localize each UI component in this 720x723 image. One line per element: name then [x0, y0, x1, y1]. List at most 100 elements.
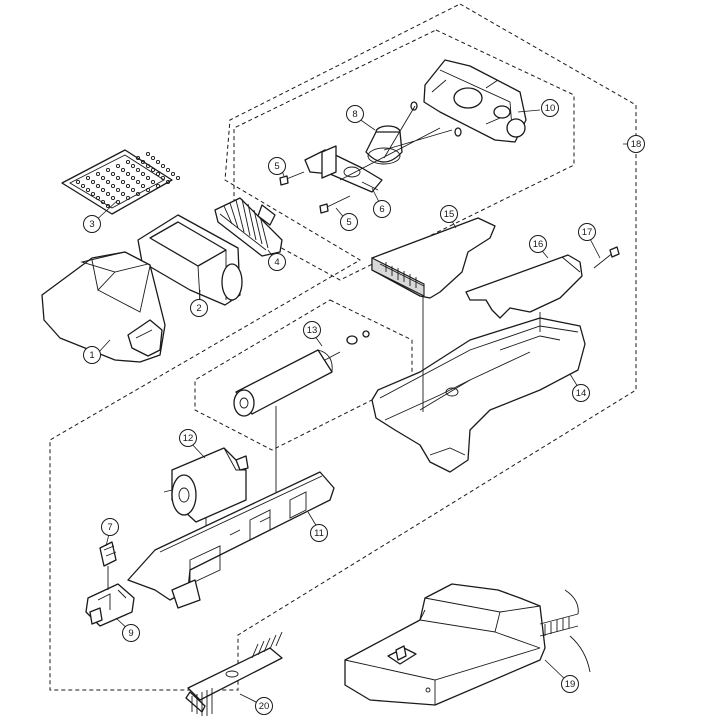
callout-number: 5	[346, 217, 351, 228]
callout-circle	[541, 99, 559, 117]
foil-hole	[150, 155, 156, 161]
callout-number: 17	[582, 227, 593, 238]
foil-hole	[175, 175, 181, 181]
callout-8: 8	[346, 105, 364, 123]
foil-hole	[125, 183, 131, 189]
part-15-trimmer	[371, 217, 496, 299]
part-14-main-housing	[371, 317, 586, 473]
foil-hole	[75, 179, 81, 185]
callout-circle	[255, 697, 273, 715]
callout-circle	[268, 253, 286, 271]
callout-4: 4	[268, 253, 286, 271]
foil-hole	[95, 171, 101, 177]
callout-7: 7	[101, 518, 119, 536]
part-8-cone-seal	[365, 125, 403, 165]
foil-hole	[105, 179, 111, 185]
callout-number: 10	[545, 103, 556, 114]
part-12-motor	[163, 447, 249, 523]
callout-number: 12	[183, 433, 194, 444]
foil-hole	[135, 167, 141, 173]
callout-number: 11	[314, 528, 324, 539]
part-7-clip	[99, 541, 117, 567]
foil-hole	[130, 187, 136, 193]
foil-hole	[150, 179, 156, 185]
foil-hole	[140, 159, 146, 165]
part-10-head-housing	[423, 59, 527, 143]
part-2-foil-frame	[137, 214, 243, 306]
foil-holes-pattern	[75, 151, 181, 209]
foil-hole	[110, 195, 116, 201]
battery-group-boundary	[194, 299, 413, 451]
foil-hole	[105, 191, 111, 197]
part-1-outer-cap	[41, 251, 166, 363]
foil-hole	[105, 203, 111, 209]
foil-hole	[90, 191, 96, 197]
part-13-battery	[233, 330, 370, 417]
callout-circle	[122, 624, 140, 642]
callout-number: 9	[128, 628, 133, 639]
foil-hole	[125, 171, 131, 177]
assembly-18-boundary	[49, 3, 637, 691]
callout-circle	[440, 205, 458, 223]
callout-circle	[340, 213, 358, 231]
callout-number: 14	[576, 388, 587, 399]
part-20-cleaning-brush	[185, 631, 283, 716]
foil-hole	[100, 199, 106, 205]
callout-6: 6	[373, 200, 391, 218]
foil-hole	[140, 183, 146, 189]
callout-number: 16	[533, 239, 544, 250]
part-19-charging-stand	[344, 583, 591, 706]
assembly-lines-head	[339, 105, 453, 181]
foil-hole	[100, 175, 106, 181]
foil-hole	[110, 171, 116, 177]
foil-hole	[145, 151, 151, 157]
foil-hole	[145, 163, 151, 169]
callout-3: 3	[83, 215, 101, 233]
callout-leaders	[91, 109, 636, 707]
part-11-chassis	[127, 471, 335, 609]
callout-number: 19	[565, 679, 576, 690]
callout-number: 1	[89, 350, 94, 361]
foil-hole	[155, 183, 161, 189]
foil-hole	[120, 179, 126, 185]
foil-hole	[120, 191, 126, 197]
callout-circle	[83, 346, 101, 364]
foil-hole	[160, 163, 166, 169]
small-o-rings	[410, 101, 462, 137]
callout-number: 7	[107, 522, 112, 533]
foil-hole	[120, 167, 126, 173]
callout-circle	[83, 215, 101, 233]
callout-circle	[303, 321, 321, 339]
callout-number: 3	[89, 219, 94, 230]
foil-hole	[130, 163, 136, 169]
callout-17: 17	[578, 223, 596, 241]
foil-hole	[130, 175, 136, 181]
callout-10: 10	[541, 99, 559, 117]
foil-hole	[85, 175, 91, 181]
callout-number: 4	[274, 257, 279, 268]
callout-18: 18	[627, 135, 645, 153]
part-16-cover	[465, 254, 583, 319]
callout-number: 18	[631, 139, 642, 150]
foil-hole	[135, 191, 141, 197]
foil-hole	[155, 171, 161, 177]
callout-1: 1	[83, 346, 101, 364]
callout-number: 8	[352, 109, 357, 120]
callout-circle	[561, 675, 579, 693]
callout-16: 16	[529, 235, 547, 253]
part-6-bracket-plate	[304, 145, 383, 193]
callout-circle	[572, 384, 590, 402]
foil-hole	[145, 187, 151, 193]
callout-13: 13	[303, 321, 321, 339]
callout-circle	[190, 299, 208, 317]
foil-hole	[105, 167, 111, 173]
callout-number: 5	[274, 161, 279, 172]
foil-hole	[100, 187, 106, 193]
foil-hole	[160, 175, 166, 181]
callout-19: 19	[561, 675, 579, 693]
callout-2: 2	[190, 299, 208, 317]
foil-hole	[155, 159, 161, 165]
charger-cord	[539, 589, 591, 673]
